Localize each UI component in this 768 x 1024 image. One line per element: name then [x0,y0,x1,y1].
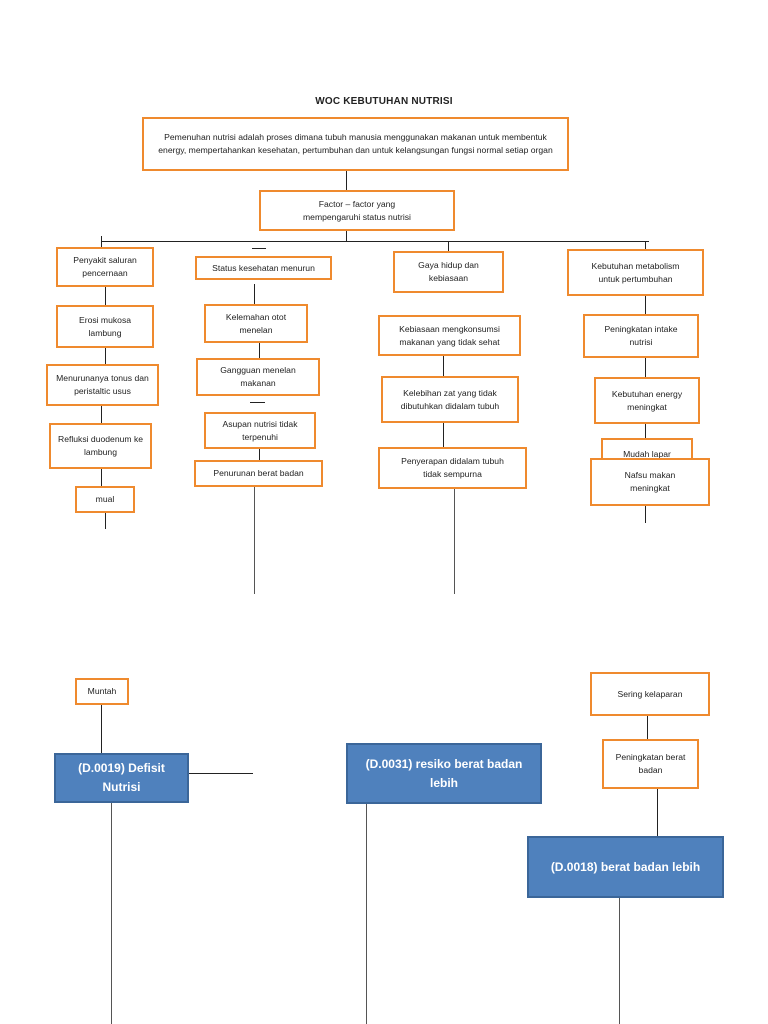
connector [647,716,648,739]
connector [259,343,260,358]
connector [443,356,444,376]
col3-head: Gaya hidup dan kebiasaan [393,251,504,293]
connector [252,248,266,249]
col1-item: Menurunanya tonus dan peristaltic usus [46,364,159,406]
connector [448,241,449,251]
col4-item: Nafsu makan meningkat [590,458,710,506]
connector [189,773,253,774]
col2-item: Gangguan menelan makanan [196,358,320,396]
peningkatan-bb-box: Peningkatan berat badan [602,739,699,789]
muntah-box: Muntah [75,678,129,705]
connector [645,424,646,438]
connector [619,898,620,1024]
connector [645,296,646,314]
page-title: WOC KEBUTUHAN NUTRISI [315,96,453,107]
connector [346,171,347,190]
col1-head: Penyakit saluran pencernaan [56,247,154,287]
col1-item: Refluksi duodenum ke lambung [49,423,152,469]
connector [645,506,646,523]
col4-item: Peningkatan intake nutrisi [583,314,699,358]
connector [454,489,455,594]
connector [101,469,102,486]
connector [111,803,112,1024]
connector [101,406,102,423]
connector [250,402,265,403]
diagnosis-d0018: (D.0018) berat badan lebih [527,836,724,898]
connector [254,284,255,304]
col2-item: Asupan nutrisi tidak terpenuhi [204,412,316,449]
col4-head: Kebutuhan metabolism untuk pertumbuhan [567,249,704,296]
sering-kelaparan-box: Sering kelaparan [590,672,710,716]
connector [105,513,106,529]
diagnosis-d0019: (D.0019) Defisit Nutrisi [54,753,189,803]
connector [105,287,106,305]
col2-head: Status kesehatan menurun [195,256,332,280]
connector [101,241,649,242]
connector [443,423,444,447]
connector [105,348,106,364]
factor-box: Factor – factor yang mempengaruhi status… [259,190,455,231]
connector [645,358,646,377]
col4-item: Kebutuhan energy meningkat [594,377,700,424]
connector [366,804,367,1024]
connector [645,241,646,249]
col1-item: Erosi mukosa lambung [56,305,154,348]
col2-item: Penurunan berat badan [194,460,323,487]
connector [259,449,260,460]
connector [101,236,102,247]
col3-item: Kebiasaan mengkonsumsi makanan yang tida… [378,315,521,356]
col3-item: Kelebihan zat yang tidak dibutuhkan dida… [381,376,519,423]
connector [101,705,102,753]
definition-box: Pemenuhan nutrisi adalah proses dimana t… [142,117,569,171]
connector [657,789,658,836]
col1-item: mual [75,486,135,513]
col3-item: Penyerapan didalam tubuh tidak sempurna [378,447,527,489]
connector [346,231,347,241]
diagnosis-d0031: (D.0031) resiko berat badan lebih [346,743,542,804]
connector [254,487,255,594]
col2-item: Kelemahan otot menelan [204,304,308,343]
